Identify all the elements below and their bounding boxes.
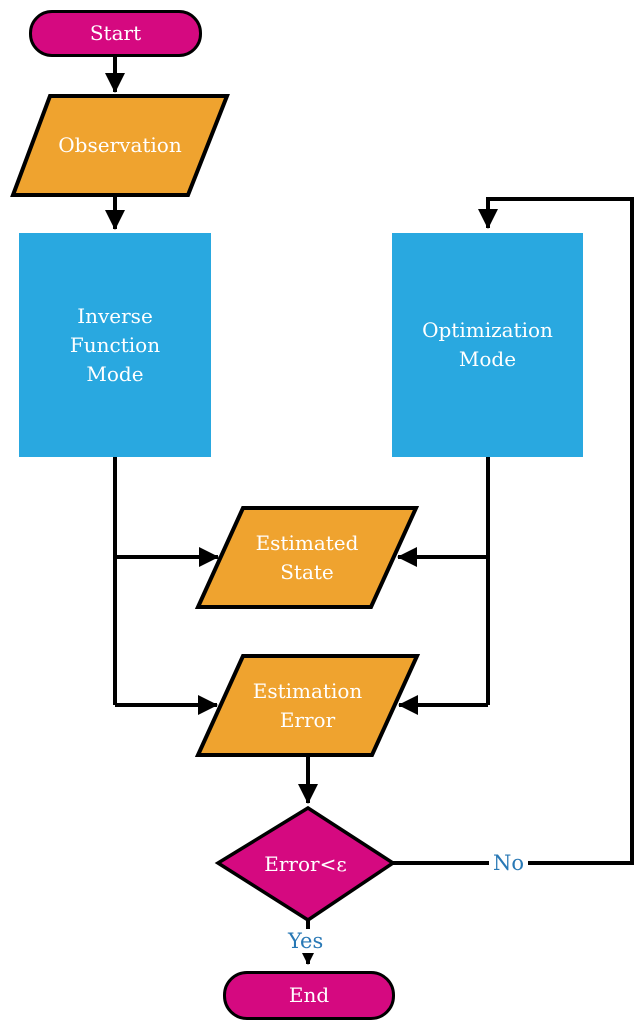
node-observation-label: Observation xyxy=(58,133,182,157)
node-optimization-mode: Optimization Mode xyxy=(392,233,583,457)
node-optimization-mode-label: Optimization Mode xyxy=(422,318,553,371)
node-decision-error-threshold: Error<ε xyxy=(214,805,397,923)
node-estimation-error-label: Estimation Error xyxy=(252,678,363,732)
connector-no-feedback-loop xyxy=(393,197,634,865)
node-observation: Observation xyxy=(10,94,230,197)
edge-label-no: No xyxy=(489,851,529,875)
node-start: Start xyxy=(29,10,202,57)
node-estimated-state: Estimated State xyxy=(194,506,420,609)
parallelogram-shape xyxy=(10,94,230,197)
node-end: End xyxy=(223,971,395,1020)
node-start-label: Start xyxy=(89,21,142,45)
node-estimated-state-label: Estimated State xyxy=(255,530,359,584)
edge-label-yes: Yes xyxy=(284,929,328,953)
node-decision-label: Error<ε xyxy=(264,851,347,876)
node-end-label: End xyxy=(288,983,330,1007)
node-inverse-function-mode: Inverse Function Mode xyxy=(19,233,211,457)
node-inverse-function-mode-label: Inverse Function Mode xyxy=(69,303,161,386)
node-estimation-error: Estimation Error xyxy=(194,654,421,757)
diamond-shape xyxy=(214,805,397,923)
parallelogram-shape xyxy=(194,506,420,609)
parallelogram-shape xyxy=(194,654,421,757)
